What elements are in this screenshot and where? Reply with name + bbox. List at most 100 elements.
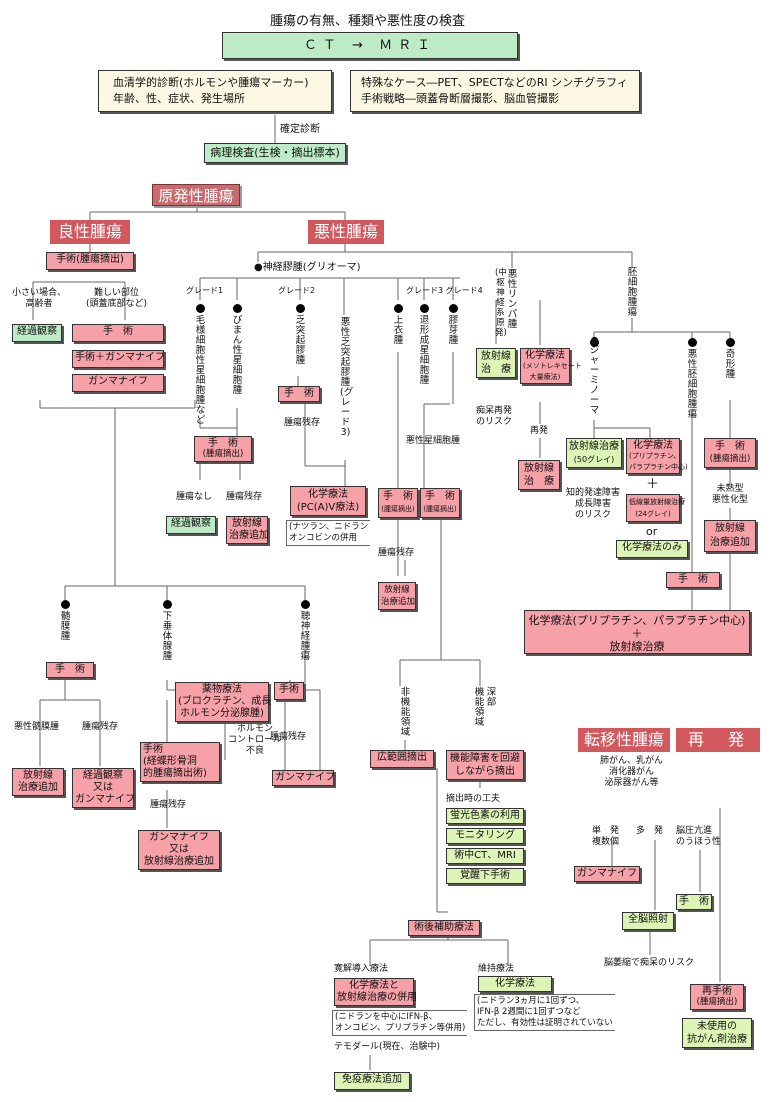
lym-chemo-1: 化学療法 — [525, 350, 565, 361]
diffuse-surgery-1: 手 術 — [208, 438, 238, 449]
big-chemo-3: 放射線治療 — [609, 640, 665, 653]
hard-case-1: 難しい部位 — [94, 288, 140, 298]
germ-rt-2: (50グレイ) — [573, 455, 615, 464]
low-rt-1: 低線量放射線治療 — [629, 498, 685, 506]
or-label: or — [646, 525, 658, 538]
multi-label: 多 発 — [636, 826, 664, 836]
pit-gamma-box: ガンマナイフ 又は 放射線治療追加 — [138, 830, 220, 870]
icp-label: 脳圧亢進 のうほう性 — [676, 826, 721, 848]
lym-chemo-box: 化学療法 (メソトレキセート 大量療法) — [520, 348, 582, 384]
atrophy-label: 脳萎縮で痴呆のリスク — [604, 958, 695, 968]
recurrence-heading: 再 発 — [676, 728, 760, 752]
pcv-note: (ナツラン、ニドラン オンコビンの併用 — [286, 520, 371, 546]
single-1: 単 発 — [592, 826, 620, 836]
metastatic-heading: 転移性腫瘍 — [578, 728, 670, 752]
tip-fluorescence: 蛍光色素の利用 — [446, 808, 524, 824]
func-resect-2: しながら摘出 — [455, 766, 515, 777]
immuno-box: 免疫療法追加 — [334, 1072, 410, 1090]
men-surgery-box: 手 術 — [46, 662, 94, 678]
hard-case-2: (頭蓋底部など) — [86, 299, 148, 309]
germ-chemo-1: 化学療法 — [633, 440, 673, 451]
pit-gamma-1: ガンマナイフ — [149, 832, 209, 843]
men-rt-1: 放射線 — [23, 770, 53, 781]
func-resect-box: 機能障害を回避 しながら摘出 — [446, 750, 524, 780]
grade34-label: グレード3 グレード4 — [406, 286, 483, 295]
bullet-icon — [301, 600, 310, 609]
meta-source-3: 泌尿器がん等 — [604, 778, 659, 788]
diffuse-surgery-box: 手 術 (腫瘍摘出) — [194, 436, 252, 462]
meta-source-label: 肺がん、乳がん 消化器がん 泌尿器がん等 — [600, 756, 663, 789]
pituitary-label: 下垂体腺腫 — [162, 611, 173, 662]
lymphoma-label: 悪性リンパ腫 — [507, 269, 518, 330]
induction-box: 化学療法と 放射線治療の併用 — [334, 978, 417, 1006]
epen-residual-label: 腫瘍残存 — [378, 548, 415, 558]
malignant-heading: 悪性腫瘍 — [308, 220, 384, 244]
maintenance-note-3: ただし、有効性は証明されていない — [477, 1018, 613, 1028]
lym-chemo-3: 大量療法) — [529, 373, 561, 381]
ter-rt-1: 放射線 — [715, 523, 745, 534]
men-res-label: 腫瘍残存 — [82, 722, 119, 732]
no-tumor-label: 腫瘍なし — [176, 492, 213, 502]
bullet-icon — [233, 304, 242, 313]
germ-chemo-box: 化学療法 (プリプラチン、 パラプラチン中心) — [626, 438, 688, 474]
grade1-label: グレード1 — [186, 286, 224, 295]
page-title: 腫瘍の有無、種類や悪性度の検査 — [270, 14, 466, 29]
icp-1: 脳圧亢進 — [676, 826, 713, 836]
observe-box: 経過観察 — [12, 324, 62, 342]
pit-surgery-box: 手術 (経蝶形骨洞 的腫瘍摘出術) — [140, 742, 220, 782]
aco-surgery-box: 手術 — [274, 682, 304, 700]
bullet-icon — [420, 304, 429, 313]
tip-awake-surgery: 覚醒下手術 — [446, 868, 524, 884]
meta-surgery-box: 手 術 — [676, 894, 712, 910]
lym-chemo-2: (メソトレキセート — [523, 362, 582, 370]
induction-box-1: 化学療法と — [349, 980, 399, 991]
pit-drug-2: (ブロクラチン、成長 — [178, 696, 272, 707]
pilocytic-label: 毛様細胞性星細胞腫など — [195, 315, 206, 426]
men-rt-2: 治療追加 — [18, 782, 58, 793]
hormone-2: コントロール — [228, 735, 283, 745]
epen-surgery-2: (腫瘍摘出) — [381, 505, 415, 513]
serology-box: 血清学的診断(ホルモンや腫瘍マーカー) 年齢、性、症状、発生場所 — [98, 70, 332, 112]
re-surgery-box: 再手術 (腫瘍摘出) — [690, 984, 744, 1010]
diffuse-label: びまん性星細胞腫 — [232, 315, 243, 396]
ter-rt-2: 治療追加 — [710, 537, 750, 548]
epen-rt-box: 放射線 治療追加 — [378, 582, 416, 610]
pit-gamma-2: 又は — [169, 844, 189, 855]
anaplastic-label: 退形成星細胞腫 — [419, 315, 430, 386]
pit-surgery-2: (経蝶形骨洞 — [143, 756, 197, 767]
epen-rt-2: 治療追加 — [381, 597, 416, 607]
dementia-1: 痴呆再発 — [476, 406, 513, 416]
rt-add-1: 放射線 — [232, 518, 262, 529]
small-case-label: 小さい場合、 高齢者 — [12, 288, 66, 310]
big-chemo-box: 化学療法(プリプラチン、パラプラチン中心) ＋ 放射線治療 — [524, 610, 750, 654]
men-obs-box: 経過観察 又は ガンマナイフ — [72, 768, 135, 808]
grade2-label: グレード2 — [278, 286, 316, 295]
induction-label: 寛解導入療法 — [334, 964, 389, 974]
lym-rt-box: 放射線 治 療 — [476, 348, 516, 378]
bullet-icon — [590, 338, 599, 347]
men-obs-1: 経過観察 — [83, 770, 123, 781]
bullet-icon — [449, 304, 458, 313]
pcv-chemo-2: (PC(A)V療法) — [296, 502, 360, 513]
iq-2: 成長障害 — [575, 499, 612, 509]
pcv-chemo-1: 化学療法 — [308, 489, 348, 500]
germ-chemo-2: (プリプラチン、 — [629, 452, 681, 460]
g2-residual-label: 腫瘍残存 — [284, 418, 321, 428]
wbrt-box: 全脳照射 — [622, 912, 674, 930]
big-chemo-2: ＋ — [631, 627, 643, 640]
icp-2: のうほう性 — [676, 837, 722, 847]
gbm-label: 膠芽腫 — [448, 315, 459, 346]
pit-surgery-1: 手術 — [143, 744, 163, 755]
induction-note-1: (ニドランを中心にIFN-β、 — [335, 1012, 438, 1022]
lym-rt2-1: 放射線 — [524, 463, 554, 474]
dementia-label: 痴呆再発 のリスク — [476, 406, 512, 428]
men-rt-box: 放射線 治療追加 — [12, 768, 64, 796]
surgery-gamma-box: 手術＋ガンマナイフ — [72, 350, 165, 368]
men-mal-label: 悪性髄膜腫 — [14, 722, 60, 732]
immature-1: 未熟型 — [716, 484, 744, 494]
bullet-icon — [163, 600, 172, 609]
re-surgery-1: 再手術 — [702, 986, 732, 997]
epen-surgery-box: 手 術 (腫瘍摘出) — [378, 488, 418, 518]
germ-rt-box: 放射線治療 (50グレイ) — [566, 438, 622, 468]
